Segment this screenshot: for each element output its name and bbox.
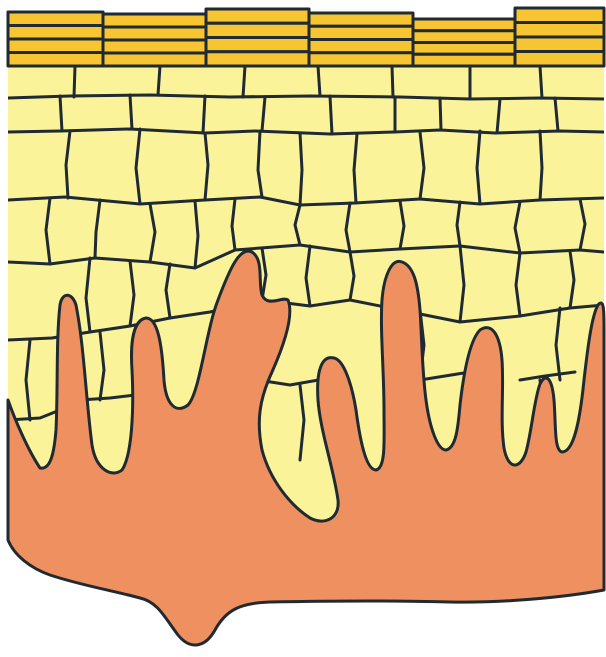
- cell-wall: [60, 96, 62, 131]
- cornified-cell: [309, 53, 413, 66]
- cornified-cell: [515, 37, 604, 52]
- cell-wall: [74, 66, 75, 97]
- cornified-cell: [103, 14, 206, 27]
- cell-wall: [318, 66, 320, 96]
- cornified-cell: [309, 26, 413, 39]
- cornified-cell: [413, 19, 515, 31]
- cornified-cell: [515, 8, 604, 23]
- cornified-cell: [413, 31, 515, 43]
- cornified-cell: [103, 27, 206, 40]
- cell-wall: [540, 66, 542, 98]
- cell-wall: [130, 95, 132, 129]
- cornified-cell: [206, 23, 309, 37]
- cell-wall: [203, 96, 205, 133]
- cornified-cell: [309, 40, 413, 53]
- cell-wall: [330, 96, 332, 134]
- cornified-cell: [103, 53, 206, 66]
- cornified-cell: [413, 54, 515, 66]
- cell-wall: [158, 66, 160, 95]
- cornified-cell: [515, 52, 604, 67]
- cornified-cell: [309, 13, 413, 26]
- cornified-cell: [8, 39, 103, 53]
- cornified-cell: [206, 52, 309, 66]
- cell-wall: [243, 66, 245, 97]
- cornified-cell: [8, 12, 103, 26]
- cell-wall: [392, 66, 393, 97]
- cornified-cell: [206, 9, 309, 23]
- cornified-cell: [413, 43, 515, 55]
- cornified-cell: [515, 23, 604, 38]
- cornified-cell: [8, 53, 103, 67]
- cornified-cell: [8, 26, 103, 40]
- cornified-cell: [103, 40, 206, 53]
- cell-wall: [440, 98, 441, 130]
- cornified-layer: [8, 8, 604, 66]
- cornified-cell: [206, 38, 309, 52]
